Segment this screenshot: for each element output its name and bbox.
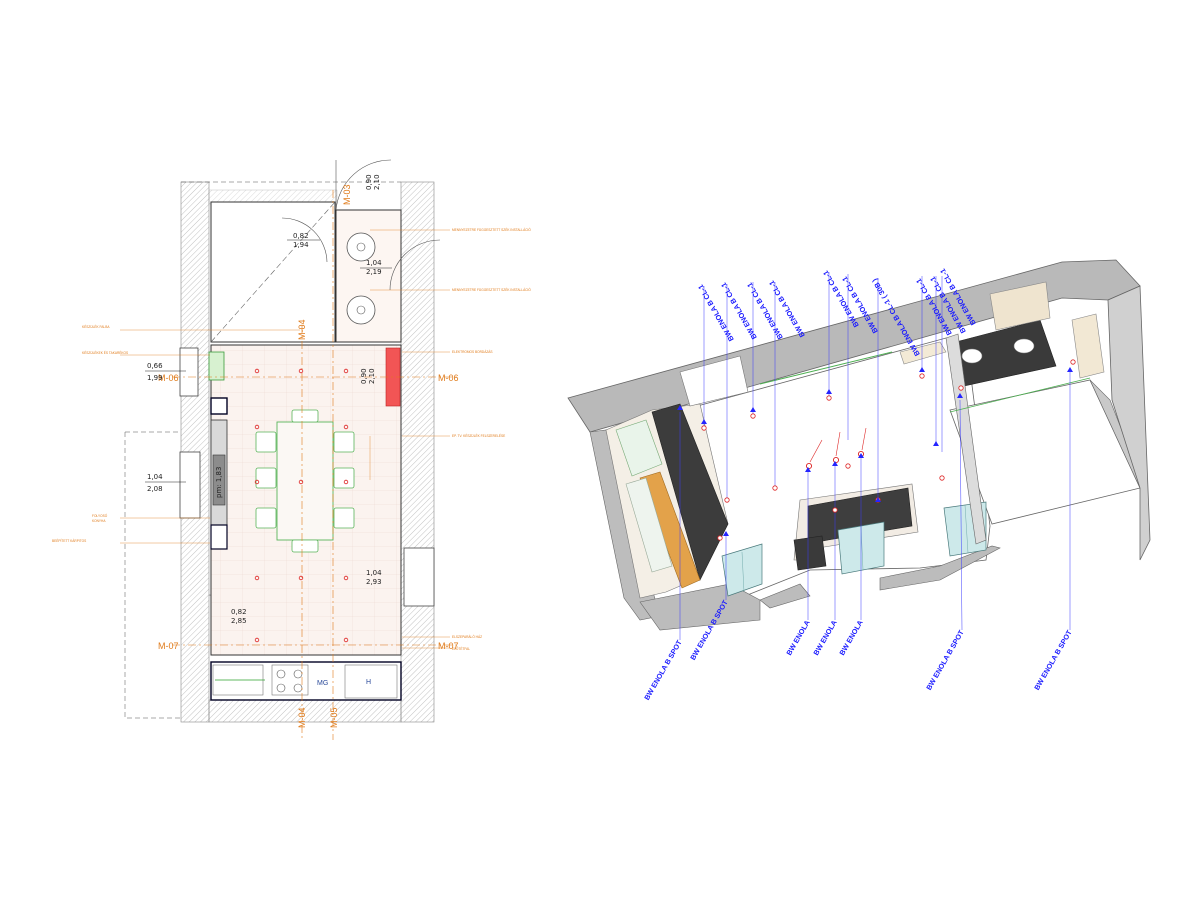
dim-1b: 1,94 bbox=[293, 241, 309, 249]
bottom-label-1: BW ENOLA B SPOT bbox=[642, 638, 684, 702]
note-11: BEÉPÍTETT KÁRPITOS bbox=[52, 538, 86, 543]
axis-m04-top: M-04 bbox=[297, 319, 307, 340]
axis-m07-right: M-07 bbox=[438, 641, 459, 651]
label-h: H bbox=[366, 679, 371, 686]
dim-4a: 0,90 bbox=[360, 368, 368, 384]
label-pm: pm: 1,83 bbox=[215, 467, 223, 498]
note-6: ELŐTÉTFAL bbox=[452, 646, 470, 651]
axis-m05: M-05 bbox=[329, 707, 339, 728]
note-4: EP. TV. KÉSZÜLÉK FELSZERELÉSE bbox=[452, 433, 505, 438]
dim-3a: 0,66 bbox=[147, 362, 163, 370]
dim-5b: 2,08 bbox=[147, 485, 163, 493]
kitchen-counter bbox=[210, 661, 402, 701]
dim-7b: 2,85 bbox=[231, 617, 247, 625]
note-9: FOLYOSÓ bbox=[92, 513, 108, 518]
dim-2a: 1,04 bbox=[366, 259, 382, 267]
isometric-view: BW ENOLA B CL-1 BW ENOLA B CL-1 BW ENOLA… bbox=[567, 259, 1151, 702]
bottom-label-3: BW ENOLA bbox=[784, 619, 811, 657]
axis-m06-left: M-06 bbox=[158, 373, 179, 383]
note-10: KONYHA bbox=[92, 519, 106, 523]
axis-m06-right: M-06 bbox=[438, 373, 459, 383]
dim-3b: 1,99 bbox=[147, 374, 163, 382]
bottom-label-5: BW ENOLA bbox=[837, 619, 864, 657]
dim-4b: 2,10 bbox=[368, 368, 376, 384]
bottom-label-6: BW ENOLA B SPOT bbox=[924, 628, 966, 692]
axis-m07-left: M-07 bbox=[158, 641, 179, 651]
floor-plan: MENNYEZETRE FÜGGESZTETT SZÉK INSTALLÁCIÓ… bbox=[52, 159, 531, 740]
wall-right bbox=[400, 181, 435, 723]
dim-7a: 0,82 bbox=[231, 608, 247, 616]
dining-table bbox=[255, 409, 355, 553]
dim-2b: 2,19 bbox=[366, 268, 382, 276]
label-mg: MG bbox=[317, 680, 328, 687]
note-8: KÉSZÜLÉKEK ÉS TAKARÉKOS bbox=[82, 350, 128, 355]
note-7: KÉSZÜLÉK FALBA bbox=[82, 324, 110, 329]
note-1: MENNYEZETRE FÜGGESZTETT SZÉK INSTALLÁCIÓ bbox=[452, 227, 531, 232]
dim-5a: 1,04 bbox=[147, 473, 163, 481]
dim-1a: 0,82 bbox=[293, 232, 309, 240]
dim-6a: 1,04 bbox=[366, 569, 382, 577]
axis-m04-bottom: M-04 bbox=[297, 707, 307, 728]
dim-top-b: 2,10 bbox=[373, 174, 381, 190]
note-2: MENNYEZETRE FÜGGESZTETT SZÉK INSTALLÁCIÓ bbox=[452, 287, 531, 292]
bottom-label-7: BW ENOLA B SPOT bbox=[1032, 628, 1074, 692]
note-5: ELSZEPARÁLÓ HÁZ bbox=[452, 634, 482, 639]
axis-m03: M-03 bbox=[342, 184, 352, 205]
dim-top-a: 0,90 bbox=[365, 174, 373, 190]
dim-6b: 2,93 bbox=[366, 578, 382, 586]
bottom-label-4: BW ENOLA bbox=[811, 619, 838, 657]
note-3: ELEKTROMOS BORDÁZÁS bbox=[452, 350, 493, 354]
